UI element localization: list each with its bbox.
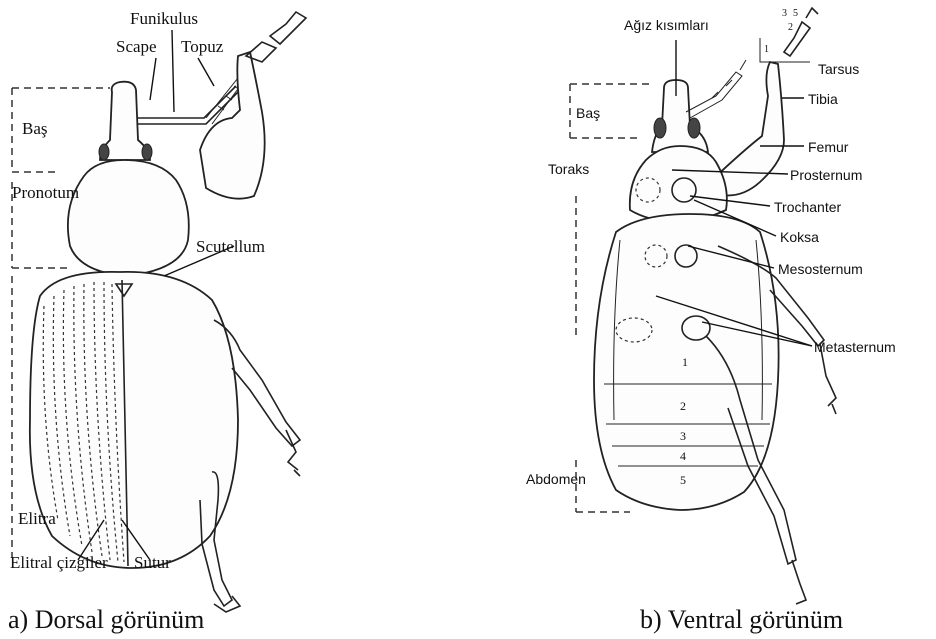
caption-dorsal: a) Dorsal görünüm <box>8 605 204 634</box>
dorsal-eye-right <box>142 144 152 160</box>
label-sutur: Sutur <box>134 553 171 572</box>
label-elitra: Elitra <box>18 509 56 528</box>
label-scutellum: Scutellum <box>196 237 265 256</box>
leader-scape <box>150 58 156 100</box>
dorsal-front-tarsus <box>246 12 306 62</box>
ventral-view: 1 2 3 4 5 3 5 2 1 Ağız kısımları Tarsus … <box>526 8 896 634</box>
dorsal-elytra <box>30 272 238 568</box>
label-toraks: Toraks <box>548 161 589 177</box>
leader-funikulus <box>172 30 174 112</box>
ventral-eye-left <box>654 118 666 138</box>
label-scape: Scape <box>116 37 157 56</box>
tarsus-number-2: 2 <box>788 22 793 33</box>
tarsus-number-3: 3 <box>782 8 787 19</box>
label-agiz-kisimlari: Ağız kısımları <box>624 17 709 33</box>
label-prosternum: Prosternum <box>790 167 862 183</box>
label-pronotum: Pronotum <box>12 183 79 202</box>
label-metasternum: Metasternum <box>814 339 896 355</box>
label-koksa: Koksa <box>780 229 819 245</box>
tarsus-number-1: 1 <box>764 44 769 55</box>
caption-ventral: b) Ventral görünüm <box>640 605 843 634</box>
dorsal-pronotum <box>68 160 189 276</box>
dorsal-front-leg <box>200 52 265 199</box>
label-tibia: Tibia <box>808 91 838 107</box>
label-bas-ventral: Baş <box>576 105 600 121</box>
dorsal-antenna-scape <box>138 86 238 124</box>
label-tarsus: Tarsus <box>818 61 859 77</box>
leader-topuz <box>198 58 214 86</box>
label-abdomen: Abdomen <box>526 471 586 487</box>
label-femur: Femur <box>808 139 849 155</box>
dorsal-eye-left <box>99 144 109 160</box>
label-elitral-cizgiler: Elitral çizgiler <box>10 553 108 572</box>
label-mesosternum: Mesosternum <box>778 261 863 277</box>
ventral-rostrum <box>652 80 708 152</box>
sternite-number-4: 4 <box>680 449 686 463</box>
label-funikulus: Funikulus <box>130 9 198 28</box>
label-topuz: Topuz <box>181 37 224 56</box>
ventral-eye-right <box>688 118 700 138</box>
sternite-number-3: 3 <box>680 429 686 443</box>
sternite-number-1: 1 <box>682 355 688 369</box>
ventral-antenna <box>686 72 742 118</box>
sternite-number-5: 5 <box>680 473 686 487</box>
dorsal-view: Funikulus Scape Topuz Baş Pronotum Scute… <box>8 9 306 634</box>
sternite-number-2: 2 <box>680 399 686 413</box>
ventral-prothorax <box>630 146 727 222</box>
label-trochanter: Trochanter <box>774 199 842 215</box>
tarsus-number-5: 5 <box>793 8 798 19</box>
ventral-hind-tarsus <box>792 560 806 604</box>
label-bas-dorsal: Baş <box>22 119 48 138</box>
